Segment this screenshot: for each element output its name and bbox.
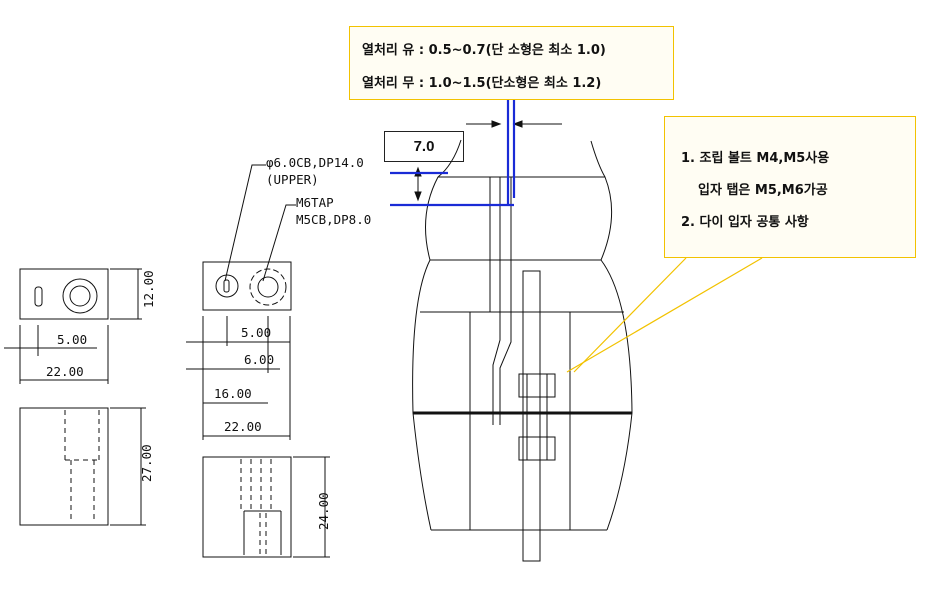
middle-tap-hole-outer (249, 268, 287, 306)
left-side-height-dim: 27.00 (139, 444, 154, 482)
middle-dim-2: 6.00 (244, 352, 274, 367)
left-part-slot (34, 286, 43, 307)
heat-treatment-no-text: 열처리 무 : 1.0~1.5(단소형은 최소 1.2) (362, 76, 602, 91)
middle-side-height-dim: 24.00 (316, 492, 331, 530)
middle-part-side-view (202, 456, 330, 558)
clearance-blue-lines (390, 100, 516, 207)
assembly-note-2: 2. 다이 입자 공통 사항 (681, 215, 809, 230)
middle-cb-hole (215, 274, 239, 298)
middle-width-dim: 22.00 (224, 419, 262, 434)
assembly-note-1b: 입자 탭은 M5,M6가공 (698, 183, 828, 198)
assembly-note-1: 1. 조립 볼트 M4,M5사용 (681, 151, 830, 166)
tap-hole-note-2: M5CB,DP8.0 (296, 212, 371, 227)
callout-leader-lines (566, 257, 763, 373)
middle-part-outline (202, 261, 292, 311)
middle-side-outline (202, 456, 292, 558)
left-height-dim: 12.00 (141, 270, 156, 308)
heat-treatment-callout: 열처리 유 : 0.5~0.7(단 소형은 최소 1.0) 열처리 무 : 1.… (349, 26, 674, 100)
assembly-notes-callout: 1. 조립 볼트 M4,M5사용 입자 탭은 M5,M6가공 2. 다이 입자 … (664, 116, 916, 258)
heat-treatment-yes-text: 열처리 유 : 0.5~0.7(단 소형은 최소 1.0) (362, 43, 606, 58)
tap-hole-note: M6TAP (296, 195, 334, 210)
left-offset-dim: 5.00 (57, 332, 87, 347)
left-part-top-view (4, 268, 142, 384)
gap-value-text: 7.0 (413, 138, 435, 155)
middle-part-top-view (186, 164, 296, 440)
left-part-outline (19, 268, 109, 320)
middle-dim-3: 16.00 (214, 386, 252, 401)
left-part-side-view (19, 407, 146, 526)
left-part-hole-inner (69, 285, 91, 307)
left-width-dim: 22.00 (46, 364, 84, 379)
middle-tap-hole-inner (257, 276, 279, 298)
guide-post (522, 270, 541, 562)
middle-dim-1: 5.00 (241, 325, 271, 340)
gap-value-box: 7.0 (384, 131, 464, 162)
cb-hole-note: φ6.0CB,DP14.0 (266, 155, 364, 170)
cb-hole-note-2: (UPPER) (266, 172, 319, 187)
left-part-hole-outer (62, 278, 98, 314)
die-assembly-view (390, 120, 633, 562)
left-side-outline (19, 407, 109, 526)
